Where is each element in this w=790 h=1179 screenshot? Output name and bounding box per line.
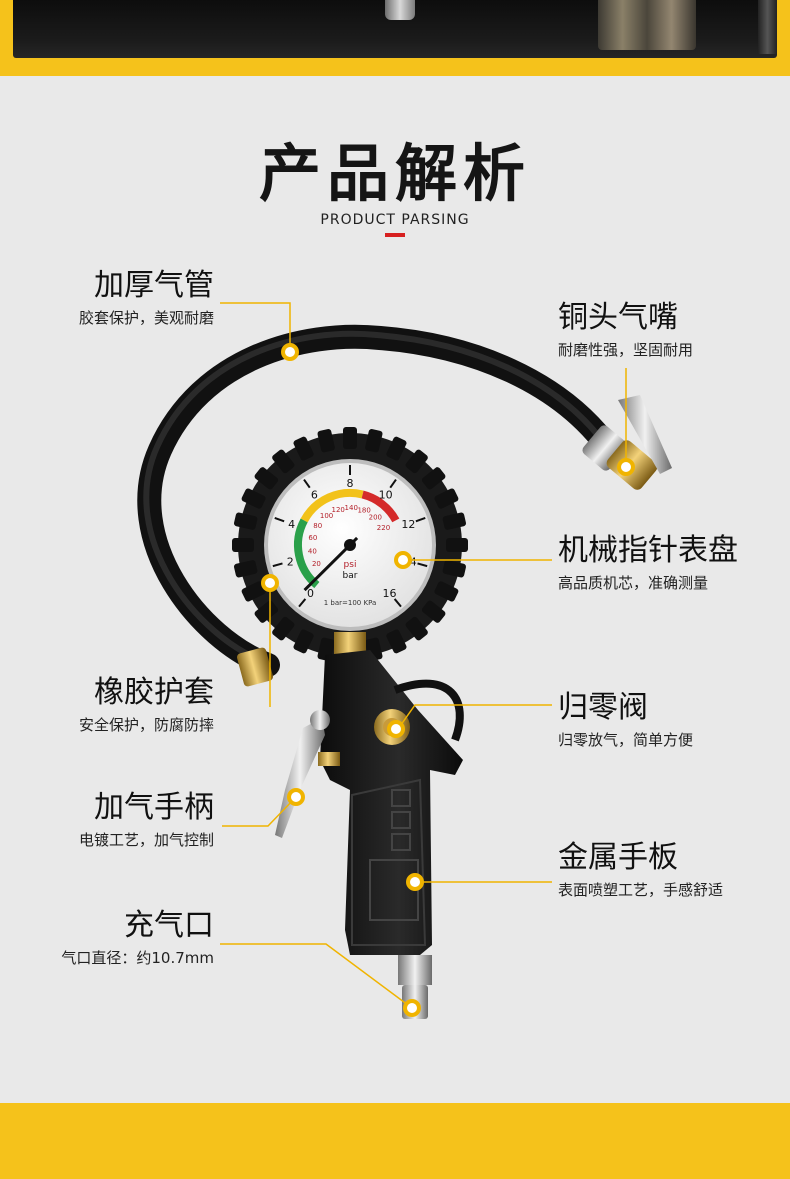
gauge-rib	[343, 427, 357, 449]
gauge-major-tick	[298, 598, 307, 608]
gauge-major-tick	[417, 562, 428, 568]
gauge-major-tick	[393, 598, 402, 608]
gauge-zone-arc	[300, 489, 364, 523]
trigger-lever	[275, 718, 325, 838]
page-subtitle: PRODUCT PARSING	[320, 212, 470, 228]
feature-title: 金属手板	[558, 840, 678, 875]
gauge-psi-label: 180	[357, 507, 370, 515]
gauge-psi-label: 140	[345, 504, 358, 512]
feature-desc: 归零放气，简单方便	[558, 731, 694, 749]
gauge-bar-label: 16	[383, 587, 397, 600]
brass-chuck	[582, 395, 672, 490]
gauge-rib	[317, 428, 335, 453]
gauge-rib	[254, 600, 279, 623]
gauge-rib	[232, 538, 254, 552]
feature-title: 加气手柄	[94, 790, 214, 825]
feature-release-valve: 归零阀 归零放气，简单方便	[558, 690, 693, 750]
gauge-psi-label: 220	[377, 524, 390, 532]
gauge-unit-psi: psi	[344, 560, 357, 570]
gauge-major-tick	[303, 478, 311, 489]
feature-desc: 胶套保护，美观耐磨	[78, 309, 214, 327]
gauge-psi-label: 100	[320, 512, 333, 520]
feature-title: 加厚气管	[94, 268, 214, 303]
feature-air-inlet: 充气口 气口直径：约10.7mm	[61, 908, 214, 968]
feature-desc: 高品质机芯，准确测量	[558, 574, 709, 592]
gauge-bar-label: 14	[403, 555, 417, 568]
gauge-psi-label: 60	[308, 534, 317, 542]
gauge-rib	[442, 512, 467, 530]
gauge-rib	[405, 616, 428, 641]
gauge-bar-label: 8	[347, 477, 354, 490]
top-banner	[0, 0, 790, 76]
gauge-bar-label: 12	[401, 518, 415, 531]
gauge-psi-label: 80	[313, 522, 322, 530]
gauge-psi-label: 200	[369, 514, 382, 522]
gauge-hub	[344, 539, 356, 551]
feature-rubber-boot: 橡胶护套 安全保护，防腐防摔	[79, 675, 214, 735]
gauge-major-tick	[415, 516, 426, 523]
bottom-banner	[0, 1103, 790, 1179]
feature-title: 机械指针表盘	[558, 533, 738, 568]
gauge-zone-arc	[294, 518, 320, 589]
gauge-psi-label: 120	[332, 506, 345, 514]
feature-desc: 气口直径：约10.7mm	[61, 949, 214, 967]
gauge-rib	[405, 449, 428, 474]
gauge-rib	[446, 538, 468, 552]
gauge-rib	[233, 512, 258, 530]
gauge-rib	[386, 436, 407, 461]
feature-metal-grip: 金属手板 表面喷塑工艺，手感舒适	[558, 840, 723, 900]
feature-desc: 表面喷塑工艺，手感舒适	[558, 881, 724, 899]
nozzle-image	[385, 0, 415, 20]
gauge-major-tick	[274, 516, 285, 523]
gauge-rib	[272, 616, 295, 641]
feature-copper-nozzle: 铜头气嘴 耐磨性强，坚固耐用	[558, 300, 693, 360]
gauge-footnote: 1 bar=100 KPa	[324, 599, 377, 607]
gauge-rib	[293, 436, 314, 461]
gauge-rib	[442, 560, 467, 578]
gauge-rib	[421, 467, 446, 490]
feature-trigger-handle: 加气手柄 电镀工艺，加气控制	[79, 790, 214, 850]
gauge-zone-arc	[361, 490, 400, 523]
fitting-edge-image	[758, 0, 777, 54]
gauge-psi-label: 20	[312, 560, 321, 568]
gauge-rib	[365, 428, 383, 453]
air-inlet	[398, 955, 432, 985]
gauge-ribs	[232, 427, 468, 663]
gauge-major-tick	[389, 478, 397, 489]
feature-desc: 耐磨性强，坚固耐用	[558, 341, 694, 359]
feature-title: 铜头气嘴	[558, 300, 678, 335]
feature-desc: 安全保护，防腐防摔	[78, 716, 214, 734]
gauge-rib	[233, 560, 258, 578]
gauge-bar-label: 4	[288, 518, 295, 531]
fitting-image	[598, 0, 696, 50]
gauge-bar-label: 6	[311, 488, 318, 501]
feature-gauge-dial: 机械指针表盘 高品质机芯，准确测量	[558, 533, 738, 593]
feature-title: 橡胶护套	[94, 675, 214, 710]
gauge-bar-label: 10	[379, 488, 393, 501]
gauge-rib	[241, 581, 266, 602]
gauge-psi-label: 40	[308, 547, 317, 555]
gauge-major-tick	[272, 562, 283, 568]
gauge-rib	[434, 581, 459, 602]
gauge-rib	[241, 488, 266, 509]
feature-title: 充气口	[124, 908, 214, 943]
feature-thick-hose: 加厚气管 胶套保护，美观耐磨	[79, 268, 214, 328]
feature-title: 归零阀	[558, 690, 648, 725]
gauge-rib	[421, 600, 446, 623]
gauge-rib	[293, 629, 314, 654]
page-title: 产品解析	[258, 137, 531, 210]
top-product-photo	[13, 0, 777, 58]
gauge-rib	[272, 449, 295, 474]
gauge-rib	[254, 467, 279, 490]
gauge-rib	[434, 488, 459, 509]
gauge-rib	[386, 629, 407, 654]
gauge-bar-label: 2	[287, 555, 294, 568]
title-underline	[385, 233, 405, 237]
feature-desc: 电镀工艺，加气控制	[78, 831, 214, 849]
gauge-unit-bar: bar	[343, 571, 358, 581]
gauge-bar-label: 0	[307, 587, 314, 600]
